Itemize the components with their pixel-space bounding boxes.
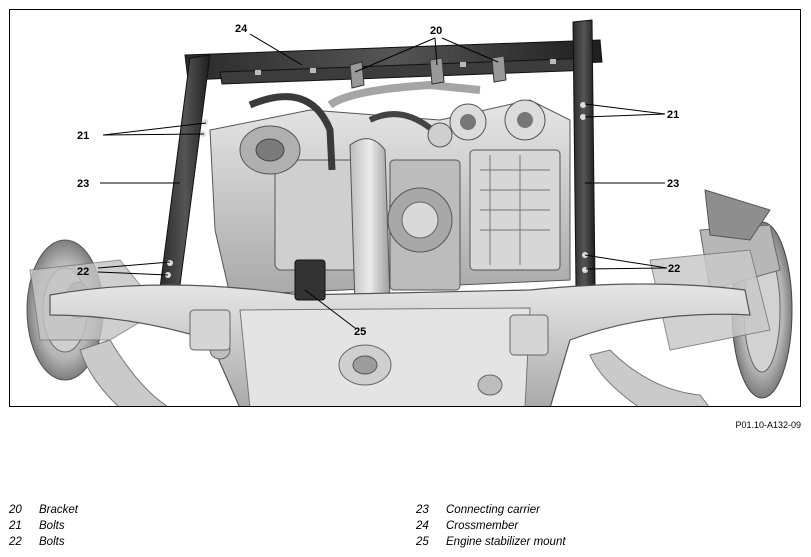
legend-number: 24 (416, 520, 429, 532)
crossmember-24 (184, 39, 603, 89)
callout-21-left: 21 (77, 130, 89, 142)
legend-label: Bolts (39, 520, 65, 532)
legend-item: 25 Engine stabilizer mount (416, 534, 566, 550)
stabilizer-mount-25 (294, 259, 326, 301)
callout-25: 25 (354, 326, 366, 338)
connecting-carrier-right-23 (572, 19, 596, 288)
callout-21-right: 21 (667, 109, 679, 121)
legend-left-column: 20 Bracket 21 Bolts 22 Bolts (9, 502, 78, 550)
callout-23-left: 23 (77, 178, 89, 190)
legend-label: Engine stabilizer mount (446, 536, 566, 548)
legend-number: 20 (9, 504, 22, 516)
callout-labels: 20 21 21 23 23 24 22 22 25 (77, 23, 680, 338)
legend-number: 25 (416, 536, 429, 548)
engine-block (209, 80, 571, 306)
legend-item: 22 Bolts (9, 534, 78, 550)
figure-code: P01.10-A132-09 (735, 420, 801, 430)
legend-item: 21 Bolts (9, 518, 78, 534)
connecting-carrier-left-23 (159, 54, 211, 289)
callout-20: 20 (430, 25, 442, 37)
callout-24: 24 (235, 23, 248, 35)
legend-right-column: 23 Connecting carrier 24 Crossmember 25 … (416, 502, 566, 550)
legend-item: 20 Bracket (9, 502, 78, 518)
legend-label: Connecting carrier (446, 504, 540, 516)
callout-leaders (97, 33, 668, 329)
engine-assembly-drawing: 20 21 21 23 23 24 22 22 25 (26, 19, 793, 406)
callout-23-right: 23 (667, 178, 679, 190)
legend-item: 23 Connecting carrier (416, 502, 566, 518)
legend-label: Bracket (39, 504, 78, 516)
callout-22-right: 22 (668, 263, 680, 275)
figure-illustration: 20 21 21 23 23 24 22 22 25 (9, 9, 801, 407)
legend-number: 22 (9, 536, 22, 548)
front-subframe (49, 259, 751, 406)
legend-number: 23 (416, 504, 429, 516)
callout-22-left: 22 (77, 266, 89, 278)
legend-label: Crossmember (446, 520, 519, 532)
legend-label: Bolts (39, 536, 65, 548)
right-brake-disc (649, 189, 793, 399)
legend-number: 21 (9, 520, 22, 532)
legend-item: 24 Crossmember (416, 518, 566, 534)
